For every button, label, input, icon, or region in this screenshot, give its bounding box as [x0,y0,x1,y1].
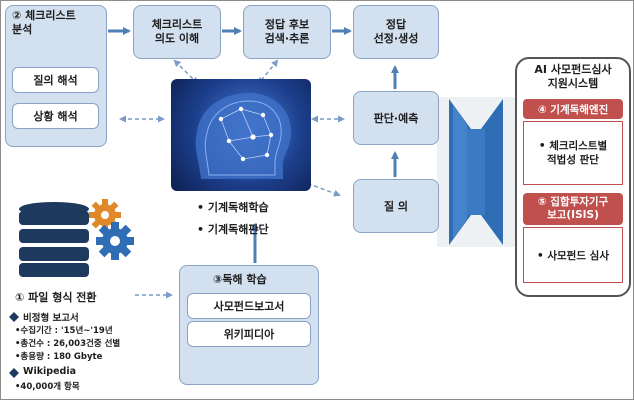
unstructured-detail-1: •수집기간 : '15년~'19년 [15,326,113,336]
brain-graphic [195,93,292,179]
isis-item-box: • 사모펀드 심사 [523,227,623,283]
query-box: 질 의 [353,179,439,233]
situation-interpretation-item: 상황 해석 [12,103,99,129]
machine-reading-learning-text: 기계독해학습 [207,201,269,214]
isis-header: ⑤ 집합투자기구 보고(ISIS) [523,193,623,225]
unstructured-detail-3: •총용량 : 180 Gbyte [15,352,103,362]
intent-understanding-box: 체크리스트 의도 이해 [133,5,221,59]
unstructured-report-title: 비정형 보고서 [23,313,79,324]
machine-reading-judgment-text: 기계독해판단 [207,223,269,236]
file-conversion-title: ① 파일 형식 전환 [15,291,97,304]
engine-header: ④ 기계독해엔진 [523,99,623,119]
dashed-arrow-intent-brain [173,59,199,85]
engine-item-box: • 체크리스트별 적법성 판단 [523,121,623,185]
machine-reading-judgment-bullet: • 기계독해판단 [197,223,269,236]
wikipedia-title: Wikipedia [23,366,77,377]
wikipedia-detail: •40,000개 항목 [15,382,80,392]
checklist-analysis-title: ② 체크리스트 분석 [12,9,76,36]
machine-reading-learning-bullet: • 기계독해학습 [197,201,269,214]
judge-predict-box: 판단·예측 [353,91,439,145]
double-arrow-connector [437,97,515,247]
diamond-bullet-icon [9,368,19,378]
gear-icon [89,199,134,260]
reading-learning-title: ③독해 학습 [213,273,267,286]
diamond-bullet-icon [9,312,19,322]
ai-system-title: AI 사모펀드심사 지원시스템 [534,63,612,90]
unstructured-detail-2: •총건수 : 26,003건중 선별 [15,339,121,349]
query-interpretation-item: 질의 해석 [12,67,99,93]
database-icon [19,202,89,277]
private-fund-report-item: 사모펀드보고서 [187,293,311,319]
wikipedia-item: 위키피디아 [187,321,311,347]
answer-search-box: 정답 후보 검색·추론 [243,5,331,59]
answer-select-box: 정답 선정·생성 [353,5,439,59]
brain-head-icon [171,79,311,191]
